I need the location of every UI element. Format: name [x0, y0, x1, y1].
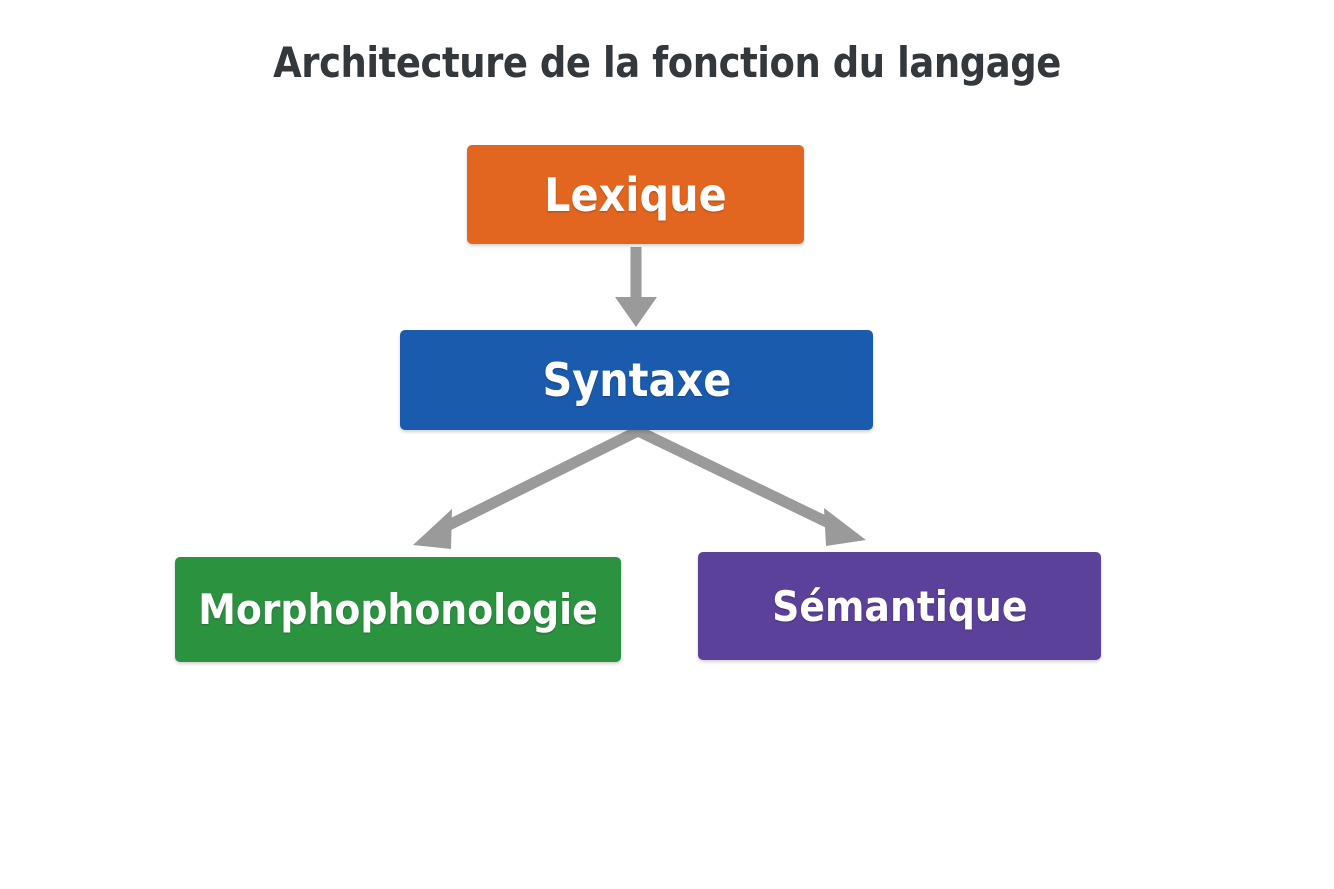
node-syntaxe-label: Syntaxe	[542, 353, 731, 407]
node-morphophonologie-label: Morphophonologie	[198, 585, 598, 634]
node-semantique-label: Sémantique	[771, 581, 1028, 631]
node-lexique[interactable]: Lexique	[467, 145, 804, 244]
edge-syntaxe-to-morphophonologie	[413, 425, 643, 549]
node-semantique[interactable]: Sémantique	[698, 552, 1101, 660]
node-syntaxe[interactable]: Syntaxe	[400, 330, 873, 430]
edge-lexique-to-syntaxe	[615, 247, 657, 327]
page-title: Architecture de la fonction du langage	[273, 38, 1061, 87]
node-morphophonologie[interactable]: Morphophonologie	[175, 557, 621, 662]
node-lexique-label: Lexique	[544, 167, 727, 222]
edge-syntaxe-to-semantique	[633, 425, 866, 546]
